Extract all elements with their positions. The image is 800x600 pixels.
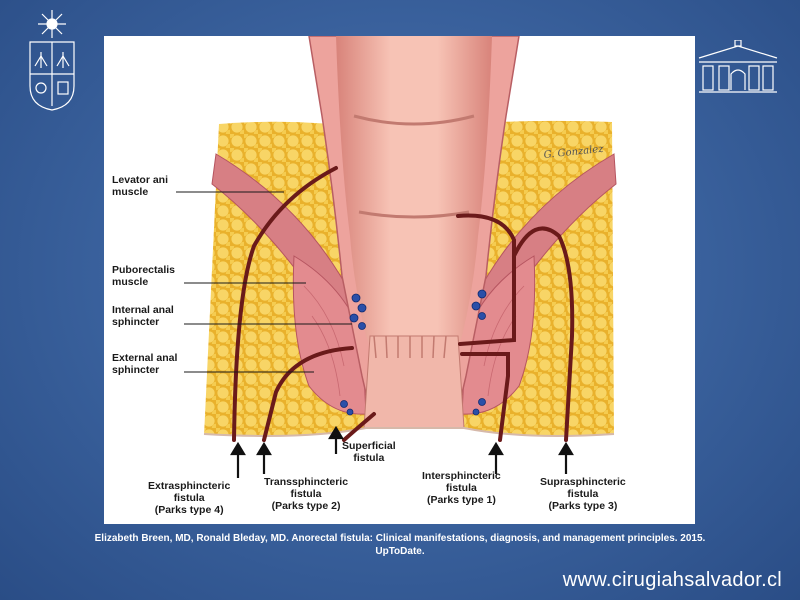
suprasphincteric-tract-outer — [512, 226, 575, 442]
right-external-sphincter — [461, 255, 536, 415]
website-url[interactable]: www.cirugiahsalvador.cl — [562, 569, 782, 591]
intersphincteric-tract — [460, 352, 510, 442]
suprasphincteric-tract — [456, 213, 516, 346]
left-external-sphincter — [292, 255, 367, 415]
university-crest-logo — [29, 10, 75, 111]
anal-canal — [363, 335, 465, 429]
anorectal-anatomy-illustration: G. Gonzalez — [104, 36, 695, 524]
anal-glands — [340, 289, 487, 416]
transsphincteric-tract — [262, 346, 354, 442]
rectal-lumen — [336, 36, 492, 356]
perineal-skin — [104, 428, 695, 524]
hospital-building-logo — [698, 40, 778, 93]
pointer-arrows — [230, 425, 574, 478]
citation-text: Elizabeth Breen, MD, Ronald Bleday, MD. … — [94, 533, 706, 557]
extrasphincteric-tract — [232, 166, 338, 442]
fistula-tracts — [232, 166, 575, 442]
superficial-tract — [342, 412, 376, 442]
